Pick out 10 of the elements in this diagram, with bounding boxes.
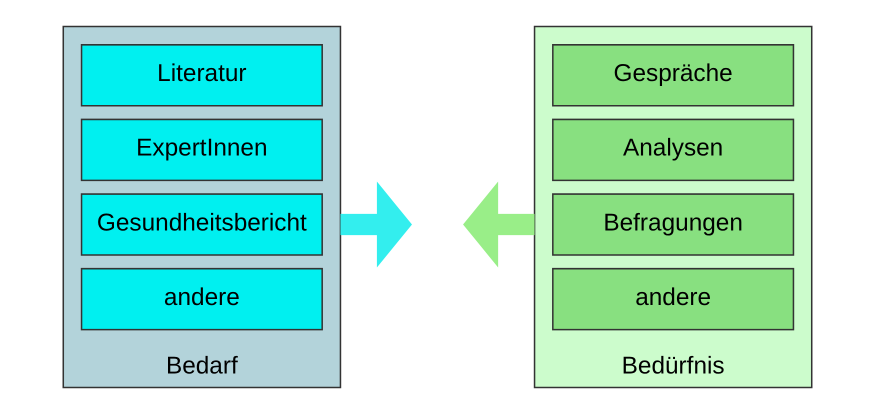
node-box: Gesundheitsbericht [80, 193, 322, 256]
node-box: Gespräche [552, 44, 794, 106]
arrow [340, 182, 412, 268]
node-box: Befragungen [552, 193, 794, 256]
node-box: andere [80, 268, 322, 330]
node-box: andere [552, 268, 794, 330]
arrow [462, 182, 534, 268]
node-box: ExpertInnen [80, 118, 322, 182]
node-box: Analysen [552, 118, 794, 182]
node-box: Literatur [80, 44, 322, 106]
